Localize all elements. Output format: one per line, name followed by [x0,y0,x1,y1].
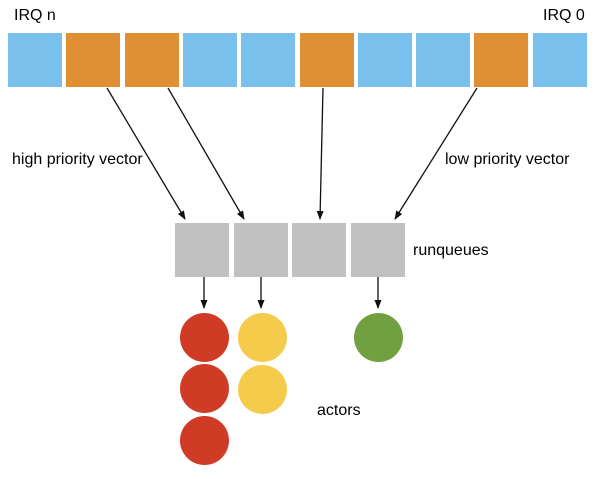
irq-0-label: IRQ 0 [543,7,585,24]
runqueue-cell [233,223,288,277]
runqueues-label: runqueues [413,242,489,259]
irq-cell-blue [8,33,62,87]
arrow-irq6-to-runqueue3 [316,87,324,220]
irq-cell-blue [532,33,587,87]
arrow-irq3-to-runqueue2 [167,87,245,220]
irq-cell-orange [299,33,354,87]
actor-circle-red [179,312,229,362]
runqueue-cell [292,223,347,277]
irq-n-label: IRQ n [14,7,56,24]
actor-circle-yellow [237,364,287,414]
irq-cell-blue [416,33,471,87]
actor-circle-red [179,415,229,465]
irq-cell-orange [474,33,529,87]
irq-cell-orange [66,33,121,87]
high-priority-vector-label: high priority vector [12,151,143,168]
irq-cell-orange [124,33,179,87]
irq-cell-blue [241,33,296,87]
actors-label: actors [317,402,361,419]
irq-cell-blue [182,33,237,87]
runqueue-cell [175,223,229,277]
runqueue-cell [350,223,405,277]
actor-circle-green [353,312,403,362]
actor-circle-yellow [237,312,287,362]
irq-cell-blue [357,33,412,87]
low-priority-vector-label: low priority vector [445,151,570,168]
actor-circle-red [179,363,229,413]
